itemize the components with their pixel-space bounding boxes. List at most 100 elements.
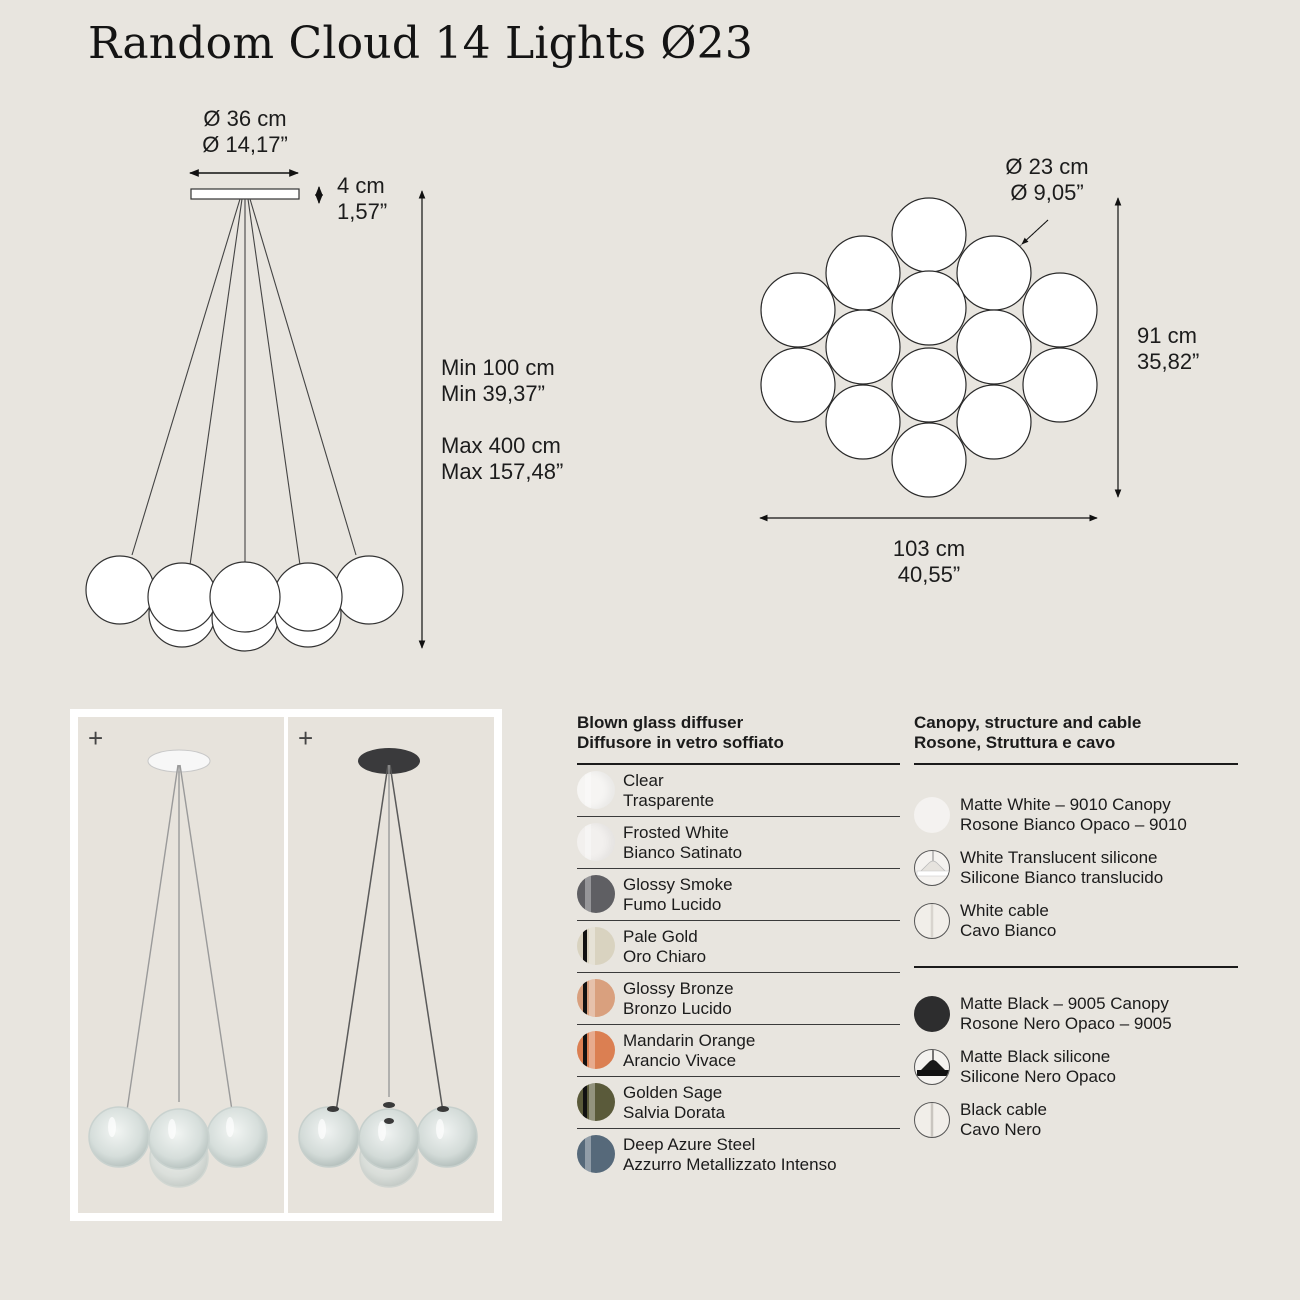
structure-heading-it: Rosone, Struttura e cavo xyxy=(914,733,1116,752)
white-pendant-illustration xyxy=(88,749,268,1188)
option-name-it: Bronzo Lucido xyxy=(623,999,732,1018)
black-canopy xyxy=(358,748,420,774)
color-swatch-icon xyxy=(577,1083,615,1121)
globe-diameter-cm: Ø 23 cm xyxy=(1005,154,1089,179)
plan-width-label: 103 cm 40,55” xyxy=(869,536,989,588)
finish-name-it: Cavo Bianco xyxy=(960,921,1057,940)
photo-black-canopy[interactable]: + xyxy=(288,717,494,1213)
option-name-en: Golden Sage xyxy=(623,1083,723,1102)
color-swatch-icon xyxy=(577,979,615,1017)
canopy-diameter-cm: Ø 36 cm xyxy=(203,106,287,131)
plan-width-in: 40,55” xyxy=(897,562,961,587)
divider xyxy=(577,763,900,765)
elevation-view xyxy=(85,169,426,652)
finish-name-en: Matte White – 9010 Canopy xyxy=(960,795,1171,814)
option-name-en: Pale Gold xyxy=(623,927,698,946)
diffuser-heading-en: Blown glass diffuser xyxy=(577,713,744,732)
canopy-swatch-icon xyxy=(914,797,950,833)
color-swatch-icon xyxy=(577,1135,615,1173)
black-pendant-illustration xyxy=(298,748,478,1188)
plan-width-cm: 103 cm xyxy=(892,536,966,561)
technical-drawing xyxy=(85,169,1122,652)
option-name-it: Arancio Vivace xyxy=(623,1051,737,1070)
divider xyxy=(914,966,1238,968)
finish-name-it: Rosone Nero Opaco – 9005 xyxy=(960,1014,1172,1033)
finish-name-it: Silicone Nero Opaco xyxy=(960,1067,1116,1086)
drop-min-label: Min 100 cm Min 39,37” xyxy=(441,355,555,407)
cable-swatch-icon xyxy=(914,903,950,939)
color-swatch-icon xyxy=(577,1031,615,1069)
canopy-diameter-label: Ø 36 cm Ø 14,17” xyxy=(185,106,305,158)
color-swatch-icon xyxy=(577,771,615,809)
option-name-it: Salvia Dorata xyxy=(623,1103,726,1122)
color-swatch-icon xyxy=(577,927,615,965)
canopy-height-in: 1,57” xyxy=(337,199,388,224)
plan-globes xyxy=(760,197,1098,498)
expand-icon[interactable]: + xyxy=(298,723,314,753)
plan-height-in: 35,82” xyxy=(1137,349,1200,374)
globe-diameter-label: Ø 23 cm Ø 9,05” xyxy=(987,154,1107,206)
canopy-shape xyxy=(190,188,300,200)
option-name-en: Deep Azure Steel xyxy=(623,1135,756,1154)
cables xyxy=(131,198,357,566)
canopy-height-label: 4 cm 1,57” xyxy=(337,173,387,225)
silicone-swatch-icon xyxy=(914,1049,950,1085)
structure-heading: Canopy, structure and cable Rosone, Stru… xyxy=(914,713,1238,753)
diffuser-legend: Blown glass diffuser Diffusore in vetro … xyxy=(577,713,900,1180)
diffuser-heading: Blown glass diffuser Diffusore in vetro … xyxy=(577,713,900,753)
photo-white-canopy[interactable]: + xyxy=(78,717,284,1213)
option-name-it: Fumo Lucido xyxy=(623,895,722,914)
drop-max-in: Max 157,48” xyxy=(441,459,564,484)
finish-name-it: Silicone Bianco translucido xyxy=(960,868,1164,887)
color-swatch-icon xyxy=(577,823,615,861)
structure-legend: Canopy, structure and cable Rosone, Stru… xyxy=(914,713,1238,1149)
option-name-en: Clear xyxy=(623,771,664,790)
canopy-height-cm: 4 cm xyxy=(337,173,385,198)
plan-view xyxy=(759,197,1122,522)
finish-name-it: Cavo Nero xyxy=(960,1120,1042,1139)
option-name-en: Glossy Smoke xyxy=(623,875,733,894)
diffuser-heading-it: Diffusore in vetro soffiato xyxy=(577,733,784,752)
canopy-swatch-icon xyxy=(914,996,950,1032)
plan-height-label: 91 cm 35,82” xyxy=(1137,323,1199,375)
finish-name-en: White cable xyxy=(960,901,1049,920)
front-globes xyxy=(85,555,404,633)
drop-min-in: Min 39,37” xyxy=(441,381,545,406)
silicone-swatch-icon xyxy=(914,850,950,886)
option-name-it: Oro Chiaro xyxy=(623,947,707,966)
drop-max-cm: Max 400 cm xyxy=(441,433,561,458)
expand-icon[interactable]: + xyxy=(88,723,104,753)
option-name-en: Frosted White xyxy=(623,823,729,842)
globe-diameter-in: Ø 9,05” xyxy=(1010,180,1084,205)
